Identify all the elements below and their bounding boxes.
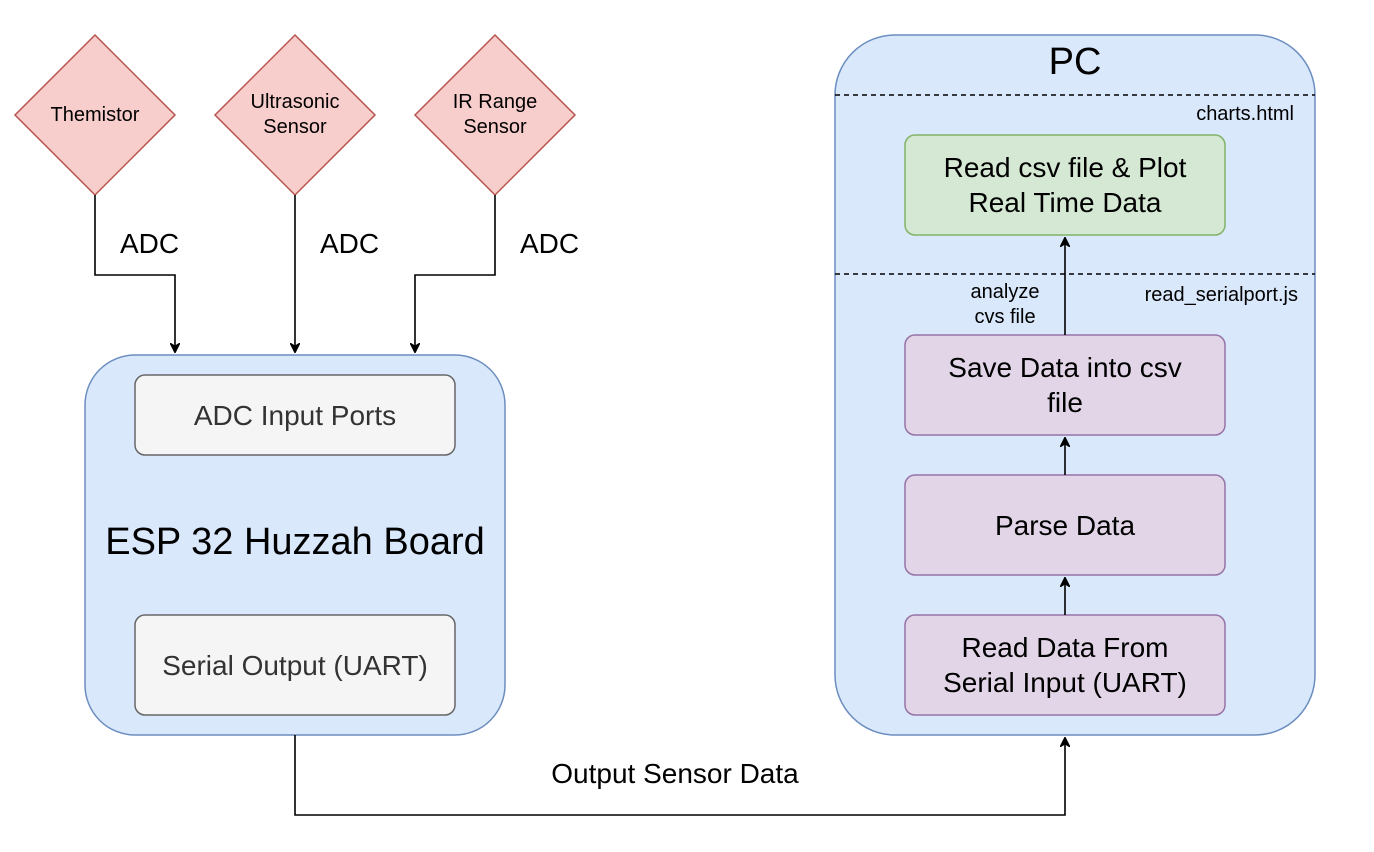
serialport-file-label: read_serialport.js — [1144, 283, 1298, 306]
adc-label-ultrasonic: ADC — [320, 227, 380, 259]
serial-output-box — [134, 614, 456, 716]
charts-file-label: charts.html — [1196, 102, 1294, 125]
thermistor-label: Themistor — [50, 103, 140, 126]
ir-range-label: IR Range Sensor — [452, 91, 538, 138]
plot-step-box — [904, 134, 1226, 236]
pc-title: PC — [1048, 41, 1102, 84]
save-step-label: Save Data into csv file — [948, 352, 1182, 418]
analyze-edge-label: analyze cvs file — [970, 281, 1040, 328]
serial-output-label: Serial Output (UART) — [162, 649, 428, 681]
adc-label-ir: ADC — [520, 227, 580, 259]
board-title: ESP 32 Huzzah Board — [105, 521, 485, 564]
adc-input-ports-label: ADC Input Ports — [193, 399, 397, 431]
read-step-label: Read Data From Serial Input (UART) — [943, 632, 1187, 698]
adc-wire-thermistor — [94, 195, 175, 352]
adc-input-ports-box — [134, 374, 456, 456]
output-sensor-data-wire — [294, 735, 1065, 816]
parse-step-label: Parse Data — [994, 509, 1136, 541]
adc-wire-ir — [415, 195, 496, 352]
ultrasonic-label: Ultrasonic Sensor — [250, 91, 340, 138]
adc-label-thermistor: ADC — [120, 227, 180, 259]
plot-step-label: Read csv file & Plot Real Time Data — [943, 152, 1187, 218]
output-sensor-data-label: Output Sensor Data — [551, 757, 799, 789]
